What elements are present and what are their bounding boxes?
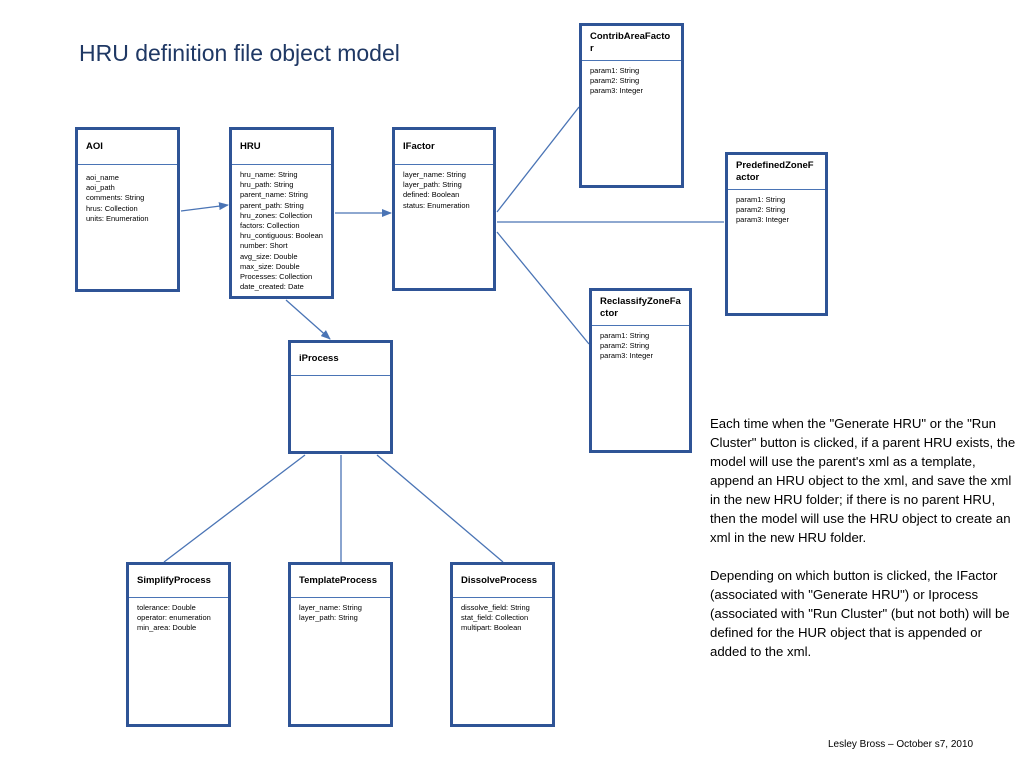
class-box-simplify-process: SimplifyProcess tolerance: Double operat… (126, 562, 231, 727)
attribute-item: date_created: Date (240, 282, 304, 292)
class-box-reclassify-zone-factor: ReclassifyZoneFactor param1: String para… (589, 288, 692, 453)
attribute-item: aoi_path (86, 183, 115, 193)
attribute-list-dissolve-process: dissolve_field: String stat_field: Colle… (453, 598, 552, 634)
attribute-item: stat_field: Collection (461, 613, 529, 623)
attribute-list-contrib-area-factor: param1: String param2: String param3: In… (582, 61, 681, 97)
class-box-predefined-zone-factor: PredefinedZoneFactor param1: String para… (725, 152, 828, 316)
attribute-item: units: Enumeration (86, 213, 149, 223)
connector-hru-iprocess (285, 299, 331, 340)
attribute-item: param1: String (736, 195, 786, 204)
note-paragraph: Depending on which button is clicked, th… (710, 568, 1010, 659)
attribute-item: factors: Collection (240, 221, 300, 231)
class-name-iprocess: iProcess (291, 343, 390, 376)
attribute-item: layer_path: String (299, 613, 358, 623)
connector-ifactor-reclass (496, 231, 590, 345)
attribute-item: avg_size: Double (240, 251, 298, 261)
attribute-item: param3: Integer (590, 86, 643, 96)
class-name-reclassify-zone-factor: ReclassifyZoneFactor (592, 291, 689, 326)
attribute-item: layer_name: String (403, 170, 466, 179)
attribute-list-reclassify-zone-factor: param1: String param2: String param3: In… (592, 326, 689, 362)
attribute-item: operator: enumeration (137, 613, 211, 623)
note-paragraph: Each time when the "Generate HRU" or the… (710, 416, 1016, 545)
class-name-predefined-zone-factor: PredefinedZoneFactor (728, 155, 825, 190)
class-name-hru: HRU (232, 130, 331, 165)
attribute-item: hru_path: String (240, 180, 294, 190)
attribute-item: comments: String (86, 193, 145, 203)
class-name-aoi: AOI (78, 130, 177, 165)
attribute-item: param2: String (600, 341, 650, 351)
class-box-dissolve-process: DissolveProcess dissolve_field: String s… (450, 562, 555, 727)
attribute-item: number: Short (240, 241, 288, 251)
connector-ifactor-contrib (496, 106, 580, 213)
attribute-item: hrus: Collection (86, 203, 138, 213)
class-box-hru: HRU hru_name: String hru_path: String pa… (229, 127, 334, 299)
attribute-item: hru_name: String (240, 170, 298, 179)
attribute-item: parent_path: String (240, 200, 304, 210)
class-name-template-process: TemplateProcess (291, 565, 390, 598)
attribute-item: multipart: Boolean (461, 623, 522, 633)
attribute-item: aoi_name (86, 173, 119, 182)
attribute-list-predefined-zone-factor: param1: String param2: String param3: In… (728, 190, 825, 226)
connector-aoi-hru (180, 202, 229, 212)
attribute-item: layer_path: String (403, 180, 462, 190)
attribute-item: hru_zones: Collection (240, 210, 313, 220)
attribute-list-simplify-process: tolerance: Double operator: enumeration … (129, 598, 228, 634)
attribute-item: max_size: Double (240, 261, 300, 271)
attribute-item: tolerance: Double (137, 603, 196, 612)
connector-iprocess-dissolve (376, 454, 504, 563)
connector-iprocess-simplify (163, 454, 306, 563)
attribute-item: layer_name: String (299, 603, 362, 612)
class-box-iprocess: iProcess (288, 340, 393, 454)
attribute-item: param1: String (600, 331, 650, 340)
attribute-list-ifactor: layer_name: String layer_path: String de… (395, 165, 493, 211)
attribute-item: param2: String (590, 76, 640, 86)
class-box-contrib-area-factor: ContribAreaFactor param1: String param2:… (579, 23, 684, 188)
class-name-dissolve-process: DissolveProcess (453, 565, 552, 598)
attribute-item: dissolve_field: String (461, 603, 530, 612)
attribute-item: status: Enumeration (403, 200, 470, 210)
class-name-contrib-area-factor: ContribAreaFactor (582, 26, 681, 61)
page-title: HRU definition file object model (79, 40, 400, 66)
class-name-simplify-process: SimplifyProcess (129, 565, 228, 598)
attribute-item: defined: Boolean (403, 190, 460, 200)
attribute-item: min_area: Double (137, 623, 197, 633)
class-box-aoi: AOI aoi_name aoi_path comments: String h… (75, 127, 180, 292)
class-name-ifactor: IFactor (395, 130, 493, 165)
attribute-item: param3: Integer (600, 351, 653, 361)
attribute-list-aoi: aoi_name aoi_path comments: String hrus:… (78, 165, 177, 224)
notes-text-block: Each time when the "Generate HRU" or the… (710, 414, 1016, 680)
attribute-item: parent_name: String (240, 190, 308, 200)
attribute-item: Processes: Collection (240, 272, 313, 282)
attribute-item: param2: String (736, 205, 786, 215)
class-box-ifactor: IFactor layer_name: String layer_path: S… (392, 127, 496, 291)
attribute-list-template-process: layer_name: String layer_path: String (291, 598, 390, 623)
class-box-template-process: TemplateProcess layer_name: String layer… (288, 562, 393, 727)
attribute-list-hru: hru_name: String hru_path: String parent… (232, 165, 331, 292)
footer-credit: Lesley Bross – October s7, 2010 (828, 739, 974, 750)
attribute-item: param1: String (590, 66, 640, 75)
attribute-item: hru_contiguous: Boolean (240, 231, 323, 241)
attribute-item: param3: Integer (736, 215, 789, 225)
